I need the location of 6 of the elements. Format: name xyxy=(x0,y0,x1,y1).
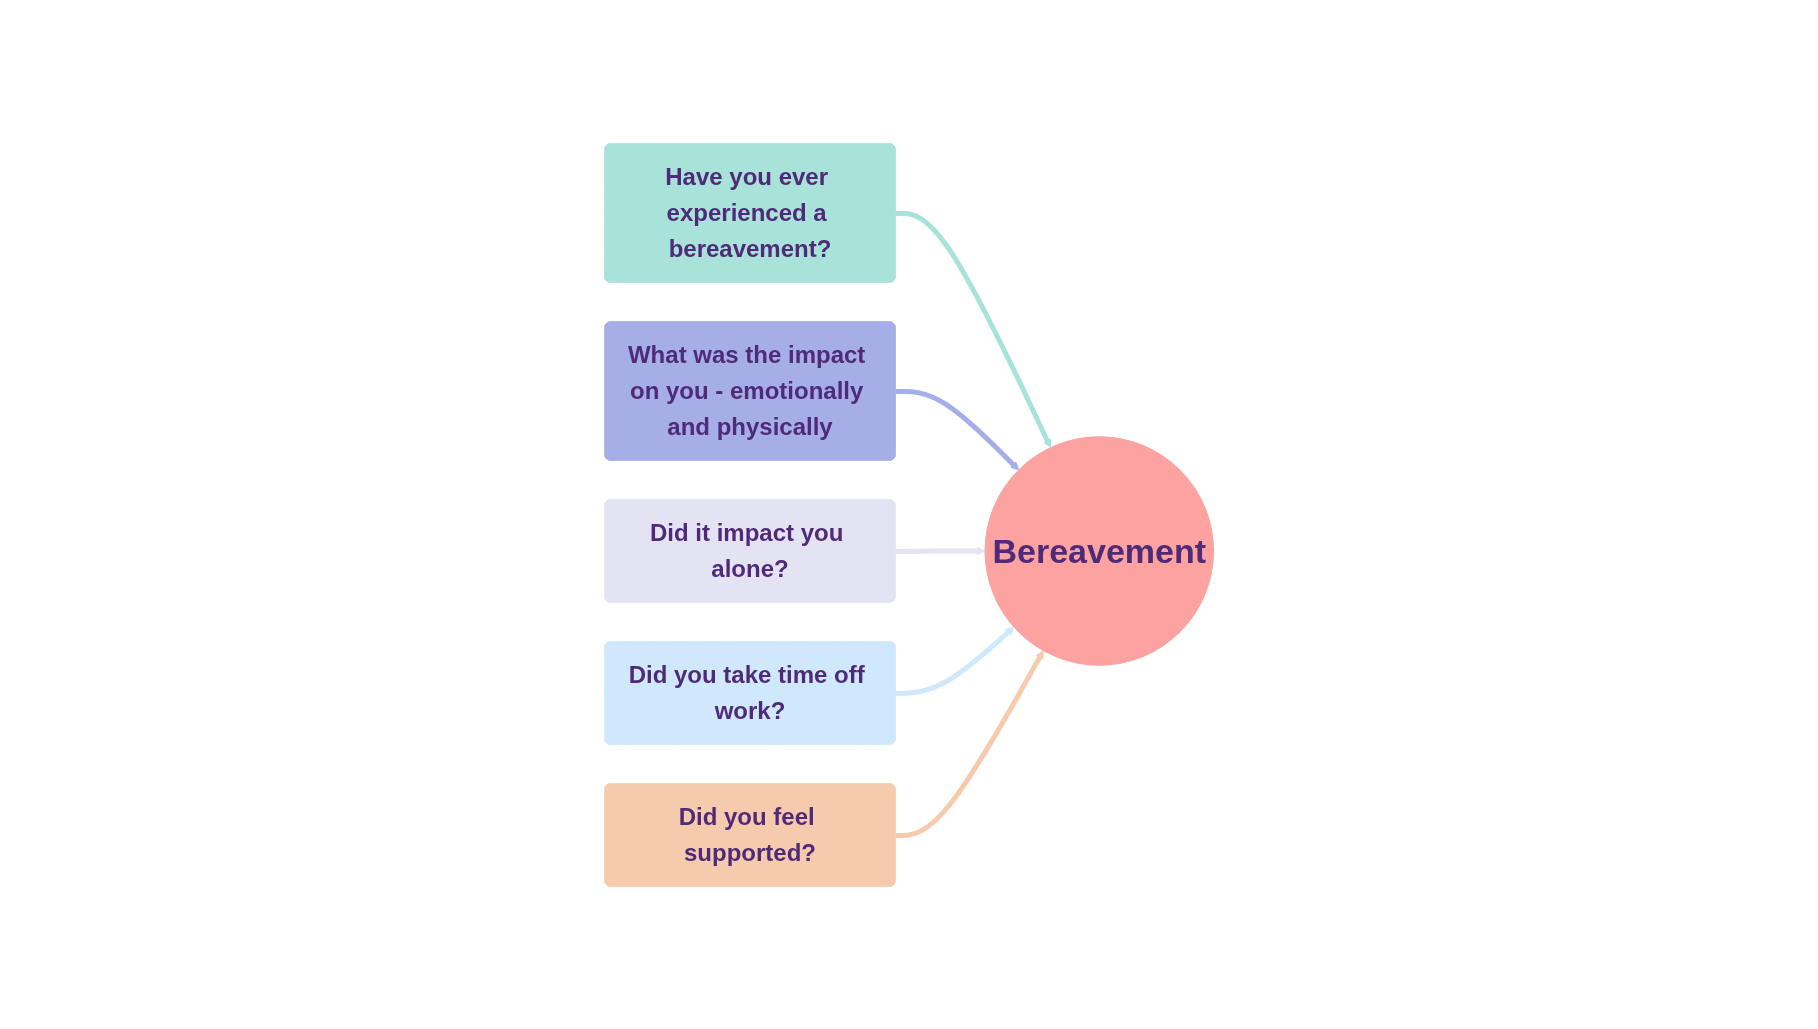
arrow xyxy=(895,649,1044,838)
arrow xyxy=(895,388,1019,470)
arrow xyxy=(895,626,1015,696)
arrow xyxy=(895,210,1051,448)
node-circle: Bereavement xyxy=(984,435,1214,666)
arrow xyxy=(895,546,986,555)
